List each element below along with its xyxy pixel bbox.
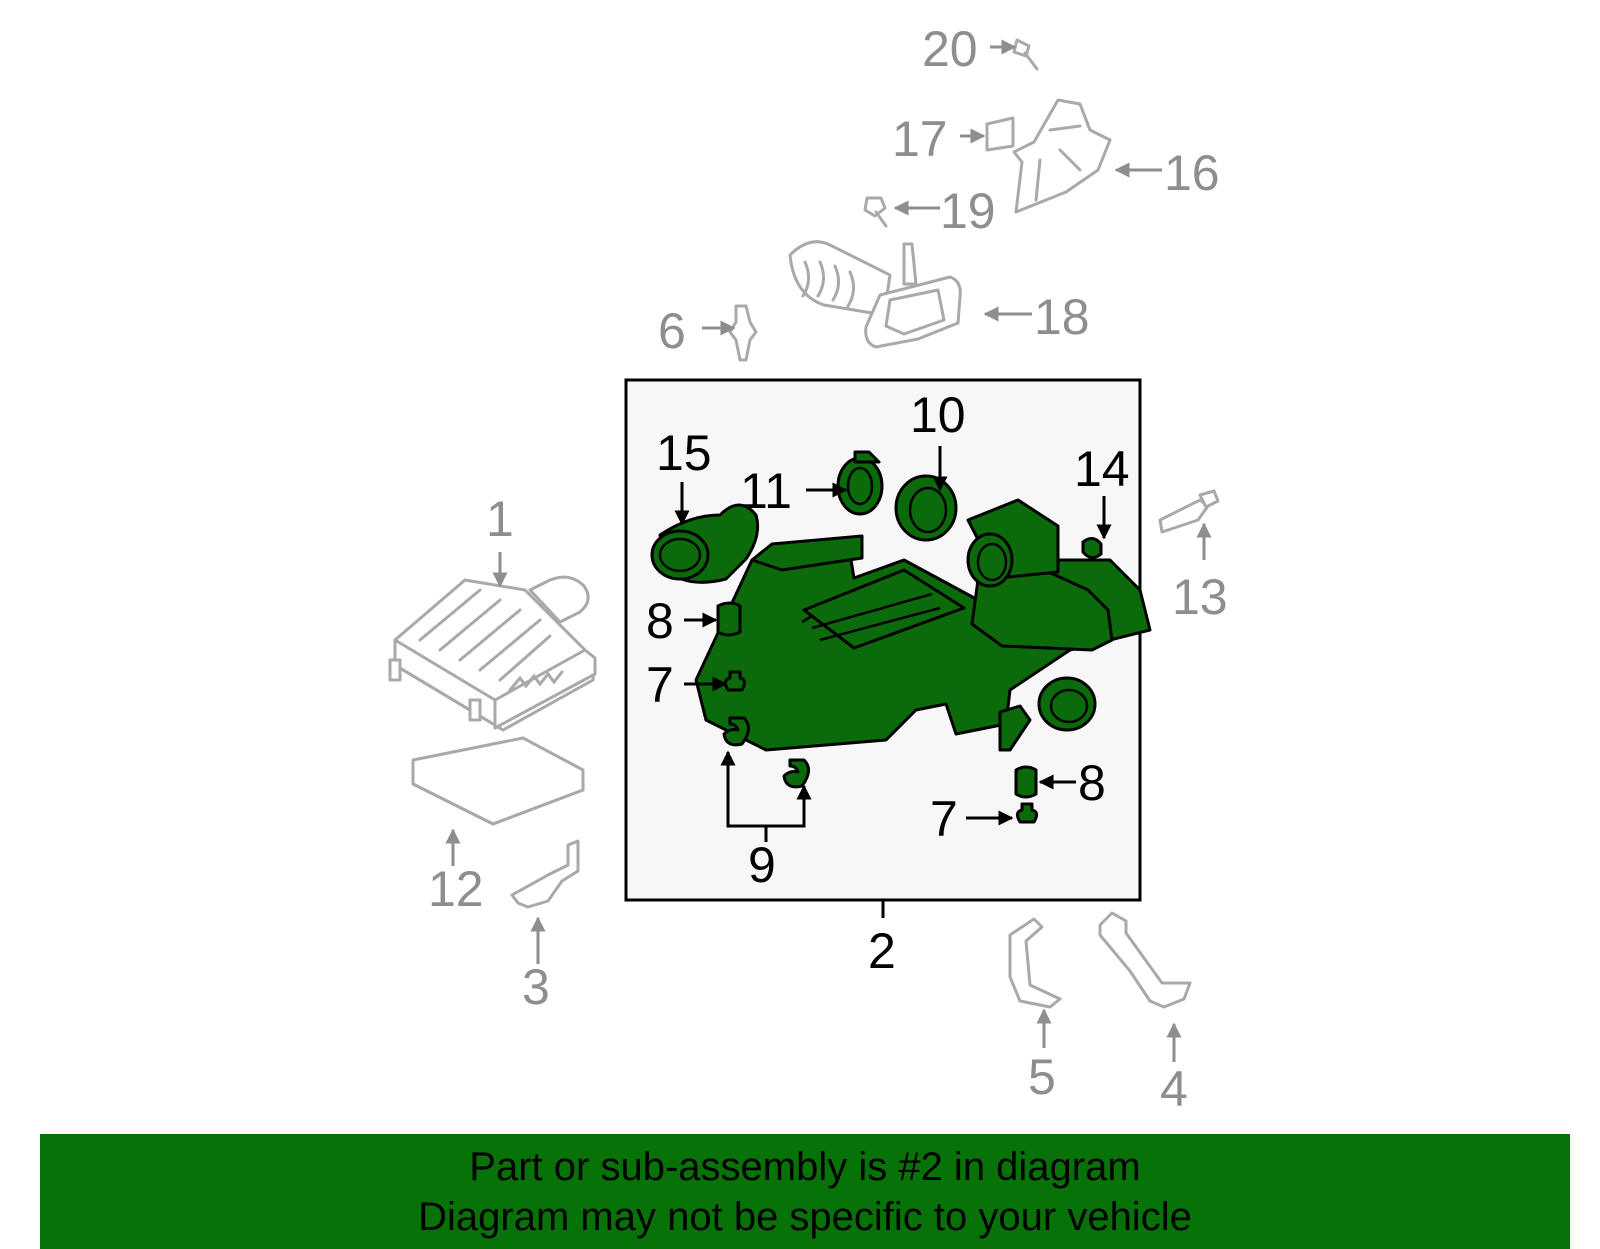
part-7-bolt-lower[interactable]: [1015, 802, 1039, 824]
part-14-cap[interactable]: [1081, 537, 1103, 559]
part-1-air-cleaner-cover[interactable]: [388, 575, 597, 732]
callout-19: 19: [940, 183, 996, 239]
callout-9: 9: [748, 837, 776, 893]
part-5-duct-piece[interactable]: [1008, 917, 1062, 1009]
part-19-bolt[interactable]: [863, 196, 888, 228]
callout-10: 10: [910, 387, 966, 443]
callout-14: 14: [1074, 441, 1130, 497]
callout-7-lower: 7: [930, 791, 958, 847]
callout-12: 12: [428, 861, 484, 917]
part-4-duct-piece[interactable]: [1098, 911, 1192, 1009]
callout-16: 16: [1164, 145, 1220, 201]
callout-17: 17: [892, 111, 948, 167]
part-8-grommet-lower[interactable]: [1014, 765, 1038, 799]
callout-6: 6: [658, 303, 686, 359]
callout-15: 15: [656, 425, 712, 481]
callout-2: 2: [868, 923, 896, 979]
callout-1: 1: [486, 491, 514, 547]
part-3-bracket[interactable]: [510, 839, 580, 909]
callout-8-upper: 8: [646, 593, 674, 649]
callout-13: 13: [1172, 569, 1228, 625]
part-13-sensor[interactable]: [1158, 489, 1220, 534]
callout-11: 11: [740, 463, 792, 519]
callout-18: 18: [1034, 289, 1090, 345]
part-6-push-pin[interactable]: [728, 304, 758, 362]
callout-5: 5: [1028, 1049, 1056, 1105]
callout-7-upper: 7: [646, 657, 674, 713]
banner-line-1: Part or sub-assembly is #2 in diagram: [469, 1145, 1141, 1189]
part-2-air-cleaner-housing[interactable]: [694, 498, 1152, 752]
part-17-clip[interactable]: [985, 116, 1015, 152]
part-11-clamp[interactable]: [836, 450, 884, 516]
part-9-clips[interactable]: [722, 716, 810, 789]
leader-arrows: [445, 39, 1212, 1062]
callout-3: 3: [522, 959, 550, 1015]
callout-4: 4: [1160, 1061, 1188, 1117]
part-8-grommet-upper[interactable]: [716, 601, 742, 637]
part-16-bracket[interactable]: [1012, 98, 1112, 214]
callout-20: 20: [922, 21, 978, 77]
banner-line-2: Diagram may not be specific to your vehi…: [418, 1195, 1192, 1239]
part-12-filter-element[interactable]: [411, 736, 585, 826]
part-10-grommet[interactable]: [894, 474, 958, 542]
callout-8-lower: 8: [1078, 755, 1106, 811]
part-20-bolt[interactable]: [1012, 38, 1039, 71]
info-banner: Part or sub-assembly is #2 in diagram Di…: [40, 1134, 1570, 1249]
part-18-intake-duct[interactable]: [788, 240, 962, 349]
